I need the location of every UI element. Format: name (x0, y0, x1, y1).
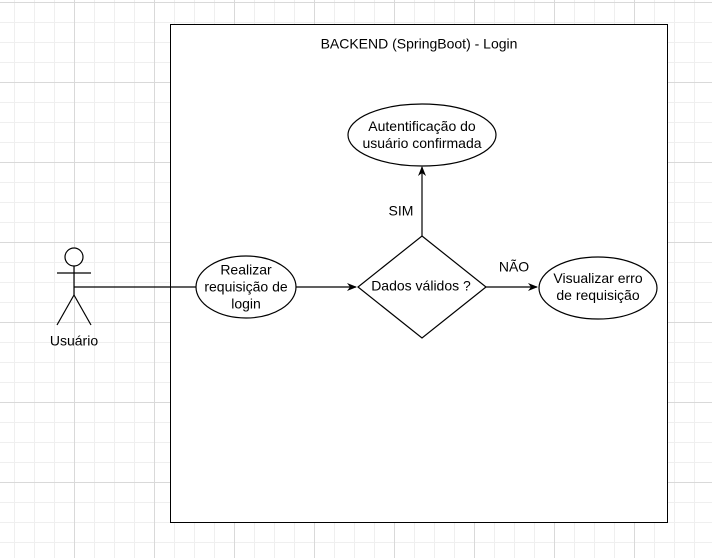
use-case-request-login-label: Realizar requisição de login (204, 262, 287, 313)
auth-confirmed-line-2: usuário confirmada (362, 135, 482, 151)
use-case-auth-confirmed (347, 103, 497, 167)
use-case-auth-confirmed-label: Autentificação do usuário confirmada (362, 118, 481, 152)
request-login-line-2: requisição de (204, 278, 288, 295)
yes-edge-label: SIM (388, 202, 414, 219)
request-login-line-3: login (231, 295, 261, 312)
auth-confirmed-line-1: Autentificação do (368, 118, 476, 134)
view-error-line-1: Visualizar erro (553, 270, 643, 286)
use-case-view-error (538, 256, 658, 320)
decision-label: Dados válidos ? (371, 277, 471, 294)
actor-figure (56, 247, 92, 326)
actor-label: Usuário (49, 332, 99, 349)
request-login-line-1: Realizar (220, 261, 272, 278)
system-title: BACKEND (SpringBoot) - Login (320, 35, 518, 52)
decision-diamond (357, 235, 487, 339)
no-edge-label: NÃO (498, 258, 530, 275)
use-case-view-error-label: Visualizar erro de requisição (553, 270, 642, 304)
view-error-line-2: de requisição (556, 287, 640, 303)
